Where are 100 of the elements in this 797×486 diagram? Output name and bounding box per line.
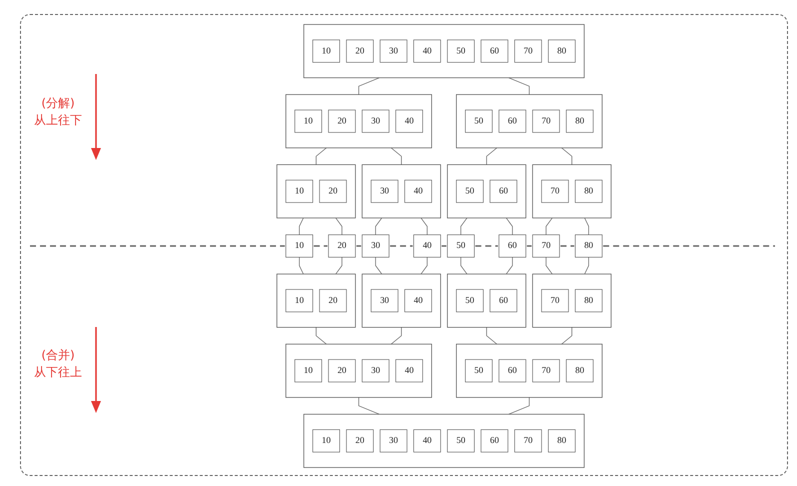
node-box: 70 <box>532 110 560 133</box>
connector <box>390 326 402 344</box>
node-box: 30 <box>362 110 390 133</box>
node-box: 80 <box>574 180 602 203</box>
node-box: 50 <box>447 40 475 63</box>
annotation-text: (合并) <box>40 348 76 362</box>
connector <box>508 77 530 95</box>
node-box: 40 <box>413 40 441 63</box>
node-box: 60 <box>490 180 518 203</box>
cluster <box>276 164 356 218</box>
cluster <box>456 344 602 398</box>
node-box: 30 <box>362 359 390 382</box>
node-box: 80 <box>574 289 602 312</box>
node-box: 10 <box>286 180 314 203</box>
node-box: 60 <box>498 110 526 133</box>
node-box: 20 <box>319 180 347 203</box>
node-box: 30 <box>380 429 408 452</box>
connector <box>375 218 382 236</box>
cluster <box>286 344 432 398</box>
connector <box>298 256 304 274</box>
node-box: 40 <box>404 289 432 312</box>
node-box: 20 <box>328 359 356 382</box>
node-box: 60 <box>498 359 526 382</box>
node-box: 80 <box>574 234 602 258</box>
cluster <box>303 24 585 78</box>
node-box: 40 <box>396 110 423 133</box>
node-box: 40 <box>413 234 441 258</box>
node-box: 80 <box>548 40 576 63</box>
annotation-text: 从上往下 <box>33 113 83 127</box>
node-box: 20 <box>328 234 356 258</box>
node-box: 10 <box>294 110 322 133</box>
node-box: 80 <box>548 429 576 452</box>
node-box: 70 <box>541 289 569 312</box>
connector <box>358 397 380 415</box>
annotation-text: (分解) <box>40 96 76 110</box>
connector <box>546 218 553 236</box>
node-box: 30 <box>380 40 408 63</box>
cluster <box>532 274 612 328</box>
connector <box>584 256 590 274</box>
node-box: 20 <box>328 110 356 133</box>
connector <box>420 256 428 274</box>
connector <box>561 148 572 166</box>
node-box: 50 <box>447 429 475 452</box>
node-box: 70 <box>541 180 569 203</box>
cluster <box>362 274 441 328</box>
node-box: 30 <box>362 234 390 258</box>
connector <box>335 256 342 274</box>
connector <box>335 218 342 236</box>
cluster <box>447 274 526 328</box>
connector <box>546 256 553 274</box>
node-box: 20 <box>319 289 347 312</box>
connector <box>298 218 304 236</box>
connector <box>358 77 380 95</box>
cluster <box>362 164 441 218</box>
connector <box>508 397 530 415</box>
node-box: 50 <box>447 234 475 258</box>
cluster <box>286 94 432 148</box>
cluster <box>303 414 585 468</box>
cluster <box>456 94 602 148</box>
node-box: 50 <box>465 110 492 133</box>
connector <box>460 256 468 274</box>
node-box: 30 <box>370 289 398 312</box>
node-box: 20 <box>346 40 374 63</box>
node-box: 10 <box>286 289 314 312</box>
node-box: 70 <box>532 234 560 258</box>
connector <box>375 256 382 274</box>
connector <box>316 148 327 166</box>
connector <box>584 218 590 236</box>
node-box: 10 <box>312 40 340 63</box>
node-box: 50 <box>456 289 484 312</box>
node-box: 60 <box>490 289 518 312</box>
annotation-text: 从下往上 <box>33 365 83 379</box>
node-box: 40 <box>413 429 441 452</box>
connector <box>390 148 402 166</box>
node-box: 40 <box>396 359 423 382</box>
node-box: 10 <box>286 234 314 258</box>
node-box: 30 <box>370 180 398 203</box>
node-box: 70 <box>532 359 560 382</box>
node-box: 70 <box>514 40 542 63</box>
node-box: 20 <box>346 429 374 452</box>
connector <box>486 148 498 166</box>
node-box: 80 <box>566 110 594 133</box>
node-box: 40 <box>404 180 432 203</box>
cluster <box>276 274 356 328</box>
connector <box>316 326 327 344</box>
node-box: 10 <box>294 359 322 382</box>
node-box: 60 <box>480 40 508 63</box>
connector <box>506 256 513 274</box>
node-box: 60 <box>498 234 526 258</box>
node-box: 10 <box>312 429 340 452</box>
connector <box>486 326 498 344</box>
node-box: 50 <box>456 180 484 203</box>
connector <box>561 326 572 344</box>
cluster <box>447 164 526 218</box>
cluster <box>532 164 612 218</box>
node-box: 80 <box>566 359 594 382</box>
connector <box>420 218 428 236</box>
node-box: 70 <box>514 429 542 452</box>
connector <box>506 218 513 236</box>
node-box: 60 <box>480 429 508 452</box>
